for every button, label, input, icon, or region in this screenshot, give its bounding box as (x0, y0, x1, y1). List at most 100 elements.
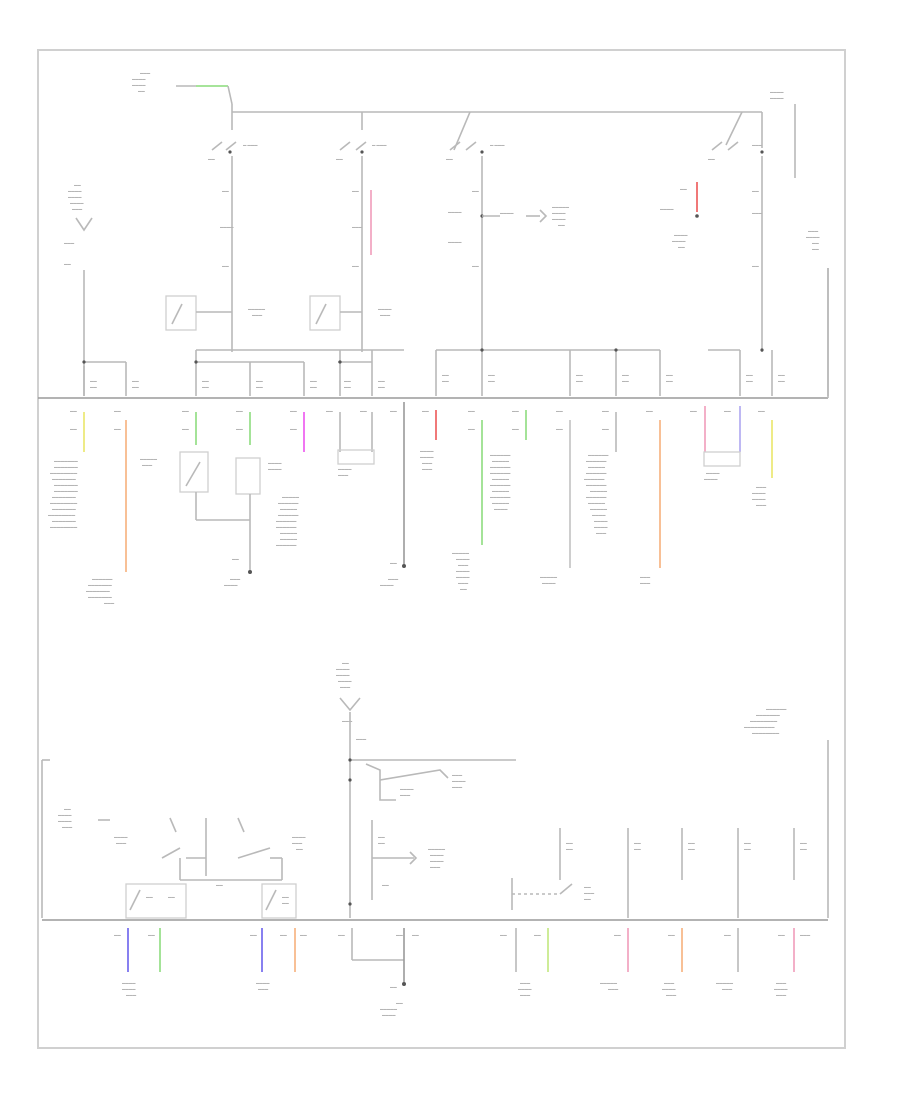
connector-tags-upper: ▬▬ ▬▬ ▬▬ ▬▬ ▬▬ ▬▬ ▬▬ ▬▬ ▬▬ ▬▬ ▬▬ ▬▬ ▬▬ ▬… (70, 409, 765, 431)
svg-text:▬▬: ▬▬ (250, 933, 257, 937)
svg-text:▬▬▬▬: ▬▬▬▬ (68, 189, 82, 193)
svg-text:▬▬▬▬▬▬: ▬▬▬▬▬▬ (766, 707, 787, 711)
svg-text:▬▬: ▬▬ (512, 427, 519, 431)
svg-text:▬▬▬▬: ▬▬▬▬ (292, 835, 306, 839)
svg-text:▬▬: ▬▬ (800, 841, 807, 845)
fusible-link-1: ▬ ▬▬▬ ▬▬ (208, 141, 258, 161)
svg-text:▬▬: ▬▬ (64, 262, 71, 266)
svg-text:▬▬▬: ▬▬▬ (388, 577, 399, 581)
svg-text:▬▬▬: ▬▬▬ (230, 577, 241, 581)
fusible-link-4: ▬▬▬ ▬▬ (708, 141, 764, 161)
svg-text:▬▬: ▬▬ (812, 247, 819, 251)
svg-text:▬▬▬▬▬▬▬▬: ▬▬▬▬▬▬▬▬ (750, 719, 778, 723)
svg-text:▬▬: ▬▬ (232, 557, 239, 561)
svg-text:▬▬▬▬▬: ▬▬▬▬▬ (140, 457, 158, 461)
svg-text:▬▬: ▬▬ (778, 933, 785, 937)
svg-text:▬▬▬▬: ▬▬▬▬ (122, 981, 136, 985)
svg-text:▬▬: ▬▬ (556, 409, 563, 413)
svg-text:▬▬: ▬▬ (678, 245, 685, 249)
svg-text:▬▬▬▬▬▬: ▬▬▬▬▬▬ (276, 519, 297, 523)
svg-text:▬▬▬: ▬▬▬ (340, 685, 351, 689)
svg-text:▬▬▬: ▬▬▬ (400, 793, 411, 797)
svg-text:▬▬: ▬▬ (746, 373, 753, 377)
svg-text:▬▬: ▬▬ (282, 901, 289, 905)
svg-text:▬▬▬▬: ▬▬▬▬ (594, 519, 608, 523)
svg-text:▬▬▬▬▬▬: ▬▬▬▬▬▬ (586, 495, 607, 499)
svg-text:▬▬: ▬▬ (746, 379, 753, 383)
svg-text:▬▬: ▬▬ (666, 379, 673, 383)
svg-text:▬▬: ▬▬ (378, 385, 385, 389)
relay-box-mid (261, 883, 297, 919)
svg-text:▬▬: ▬▬ (70, 427, 77, 431)
svg-text:▬▬: ▬▬ (680, 187, 687, 191)
svg-text:▬▬: ▬▬ (622, 379, 629, 383)
svg-text:▬▬: ▬▬ (472, 189, 479, 193)
svg-text:▬▬▬: ▬▬▬ (666, 993, 677, 997)
svg-text:▬▬▬: ▬▬▬ (452, 773, 463, 777)
svg-text:▬▬▬▬▬▬: ▬▬▬▬▬▬ (490, 453, 511, 457)
svg-text:▬▬▬▬▬▬: ▬▬▬▬▬▬ (278, 513, 299, 517)
svg-text:▬▬: ▬▬ (468, 427, 475, 431)
svg-text:▬▬: ▬▬ (296, 847, 303, 851)
svg-text:▬▬▬: ▬▬▬ (458, 581, 469, 585)
svg-text:▬▬▬: ▬▬▬ (126, 993, 137, 997)
svg-text:▬▬: ▬▬ (422, 409, 429, 413)
svg-text:▬▬: ▬▬ (666, 373, 673, 377)
svg-text:▬▬▬▬▬: ▬▬▬▬▬ (600, 981, 618, 985)
svg-text:▬▬: ▬▬ (342, 661, 349, 665)
svg-text:▬▬▬: ▬▬▬ (800, 933, 811, 937)
svg-text:▬▬▬▬▬▬: ▬▬▬▬▬▬ (586, 471, 607, 475)
svg-text:▬▬▬▬▬▬: ▬▬▬▬▬▬ (276, 543, 297, 547)
svg-text:▬▬▬: ▬▬▬ (640, 581, 651, 585)
svg-text:▬▬▬▬: ▬▬▬▬ (592, 513, 606, 517)
svg-text:▬▬▬▬: ▬▬▬▬ (220, 225, 234, 229)
svg-text:▬▬▬▬: ▬▬▬▬ (224, 583, 238, 587)
svg-text:▬▬▬▬▬▬▬▬: ▬▬▬▬▬▬▬▬ (50, 525, 78, 529)
svg-text:▬▬▬▬: ▬▬▬▬ (806, 235, 820, 239)
svg-text:▬▬: ▬▬ (132, 385, 139, 389)
svg-text:▬▬: ▬▬ (646, 409, 653, 413)
svg-text:▬▬▬▬▬▬▬▬: ▬▬▬▬▬▬▬▬ (752, 731, 780, 735)
svg-text:▬▬: ▬▬ (446, 157, 453, 161)
svg-text:▬▬: ▬▬ (216, 883, 223, 887)
svg-text:▬▬: ▬▬ (64, 807, 71, 811)
svg-text:▬▬: ▬▬ (138, 89, 145, 93)
svg-text:▬▬▬▬▬▬: ▬▬▬▬▬▬ (276, 525, 297, 529)
svg-text:▬▬▬▬▬▬▬: ▬▬▬▬▬▬▬ (54, 489, 78, 493)
svg-text:▬▬: ▬▬ (300, 933, 307, 937)
svg-text:▬▬▬▬▬: ▬▬▬▬▬ (590, 489, 608, 493)
svg-text:▬▬▬▬▬: ▬▬▬▬▬ (280, 531, 298, 535)
svg-text:▬▬▬▬▬▬▬: ▬▬▬▬▬▬▬ (52, 519, 76, 523)
svg-text:▬▬▬▬▬▬▬: ▬▬▬▬▬▬▬ (54, 483, 78, 487)
svg-text:▬▬: ▬▬ (500, 933, 507, 937)
lower-section: ▬▬ ▬▬▬▬ ▬▬▬▬ ▬▬▬▬ ▬▬▬ ▬▬▬ ▬▬▬ ▬▬▬▬ ▬▬▬ ▬… (41, 661, 829, 1017)
svg-text:▬▬▬: ▬▬▬ (422, 467, 433, 471)
svg-text:▬ ▬▬▬: ▬ ▬▬▬ (243, 143, 258, 147)
svg-text:▬▬▬: ▬▬▬ (452, 785, 463, 789)
svg-text:▬▬: ▬▬ (812, 241, 819, 245)
svg-text:▬▬▬▬▬: ▬▬▬▬▬ (492, 477, 510, 481)
relay-1: ▬▬▬▬▬ ▬▬▬ (165, 295, 266, 352)
svg-text:▬▬▬▬: ▬▬▬▬ (706, 471, 720, 475)
svg-text:▬▬: ▬▬ (634, 841, 641, 845)
svg-text:▬▬▬▬▬: ▬▬▬▬▬ (282, 495, 300, 499)
svg-text:▬▬: ▬▬ (724, 933, 731, 937)
svg-text:▬▬▬▬: ▬▬▬▬ (430, 859, 444, 863)
svg-text:▬▬▬▬▬: ▬▬▬▬▬ (588, 501, 606, 505)
svg-text:▬▬▬▬▬: ▬▬▬▬▬ (540, 575, 558, 579)
diagram-frame (37, 49, 846, 1049)
svg-text:▬▬: ▬▬ (74, 183, 81, 187)
svg-text:▬▬▬▬▬▬▬: ▬▬▬▬▬▬▬ (756, 713, 780, 717)
svg-text:▬▬▬▬▬▬: ▬▬▬▬▬▬ (490, 465, 511, 469)
svg-text:▬▬: ▬▬ (622, 373, 629, 377)
svg-text:▬▬: ▬▬ (688, 847, 695, 851)
svg-text:▬▬: ▬▬ (344, 379, 351, 383)
svg-text:▬▬▬▬: ▬▬▬▬ (338, 467, 352, 471)
svg-text:▬▬: ▬▬ (668, 933, 675, 937)
svg-text:▬▬▬▬: ▬▬▬▬ (674, 233, 688, 237)
svg-text:▬▬: ▬▬ (744, 841, 751, 845)
svg-text:▬▬: ▬▬ (778, 373, 785, 377)
svg-text:▬▬▬▬: ▬▬▬▬ (256, 981, 270, 985)
svg-text:▬▬: ▬▬ (584, 897, 591, 901)
